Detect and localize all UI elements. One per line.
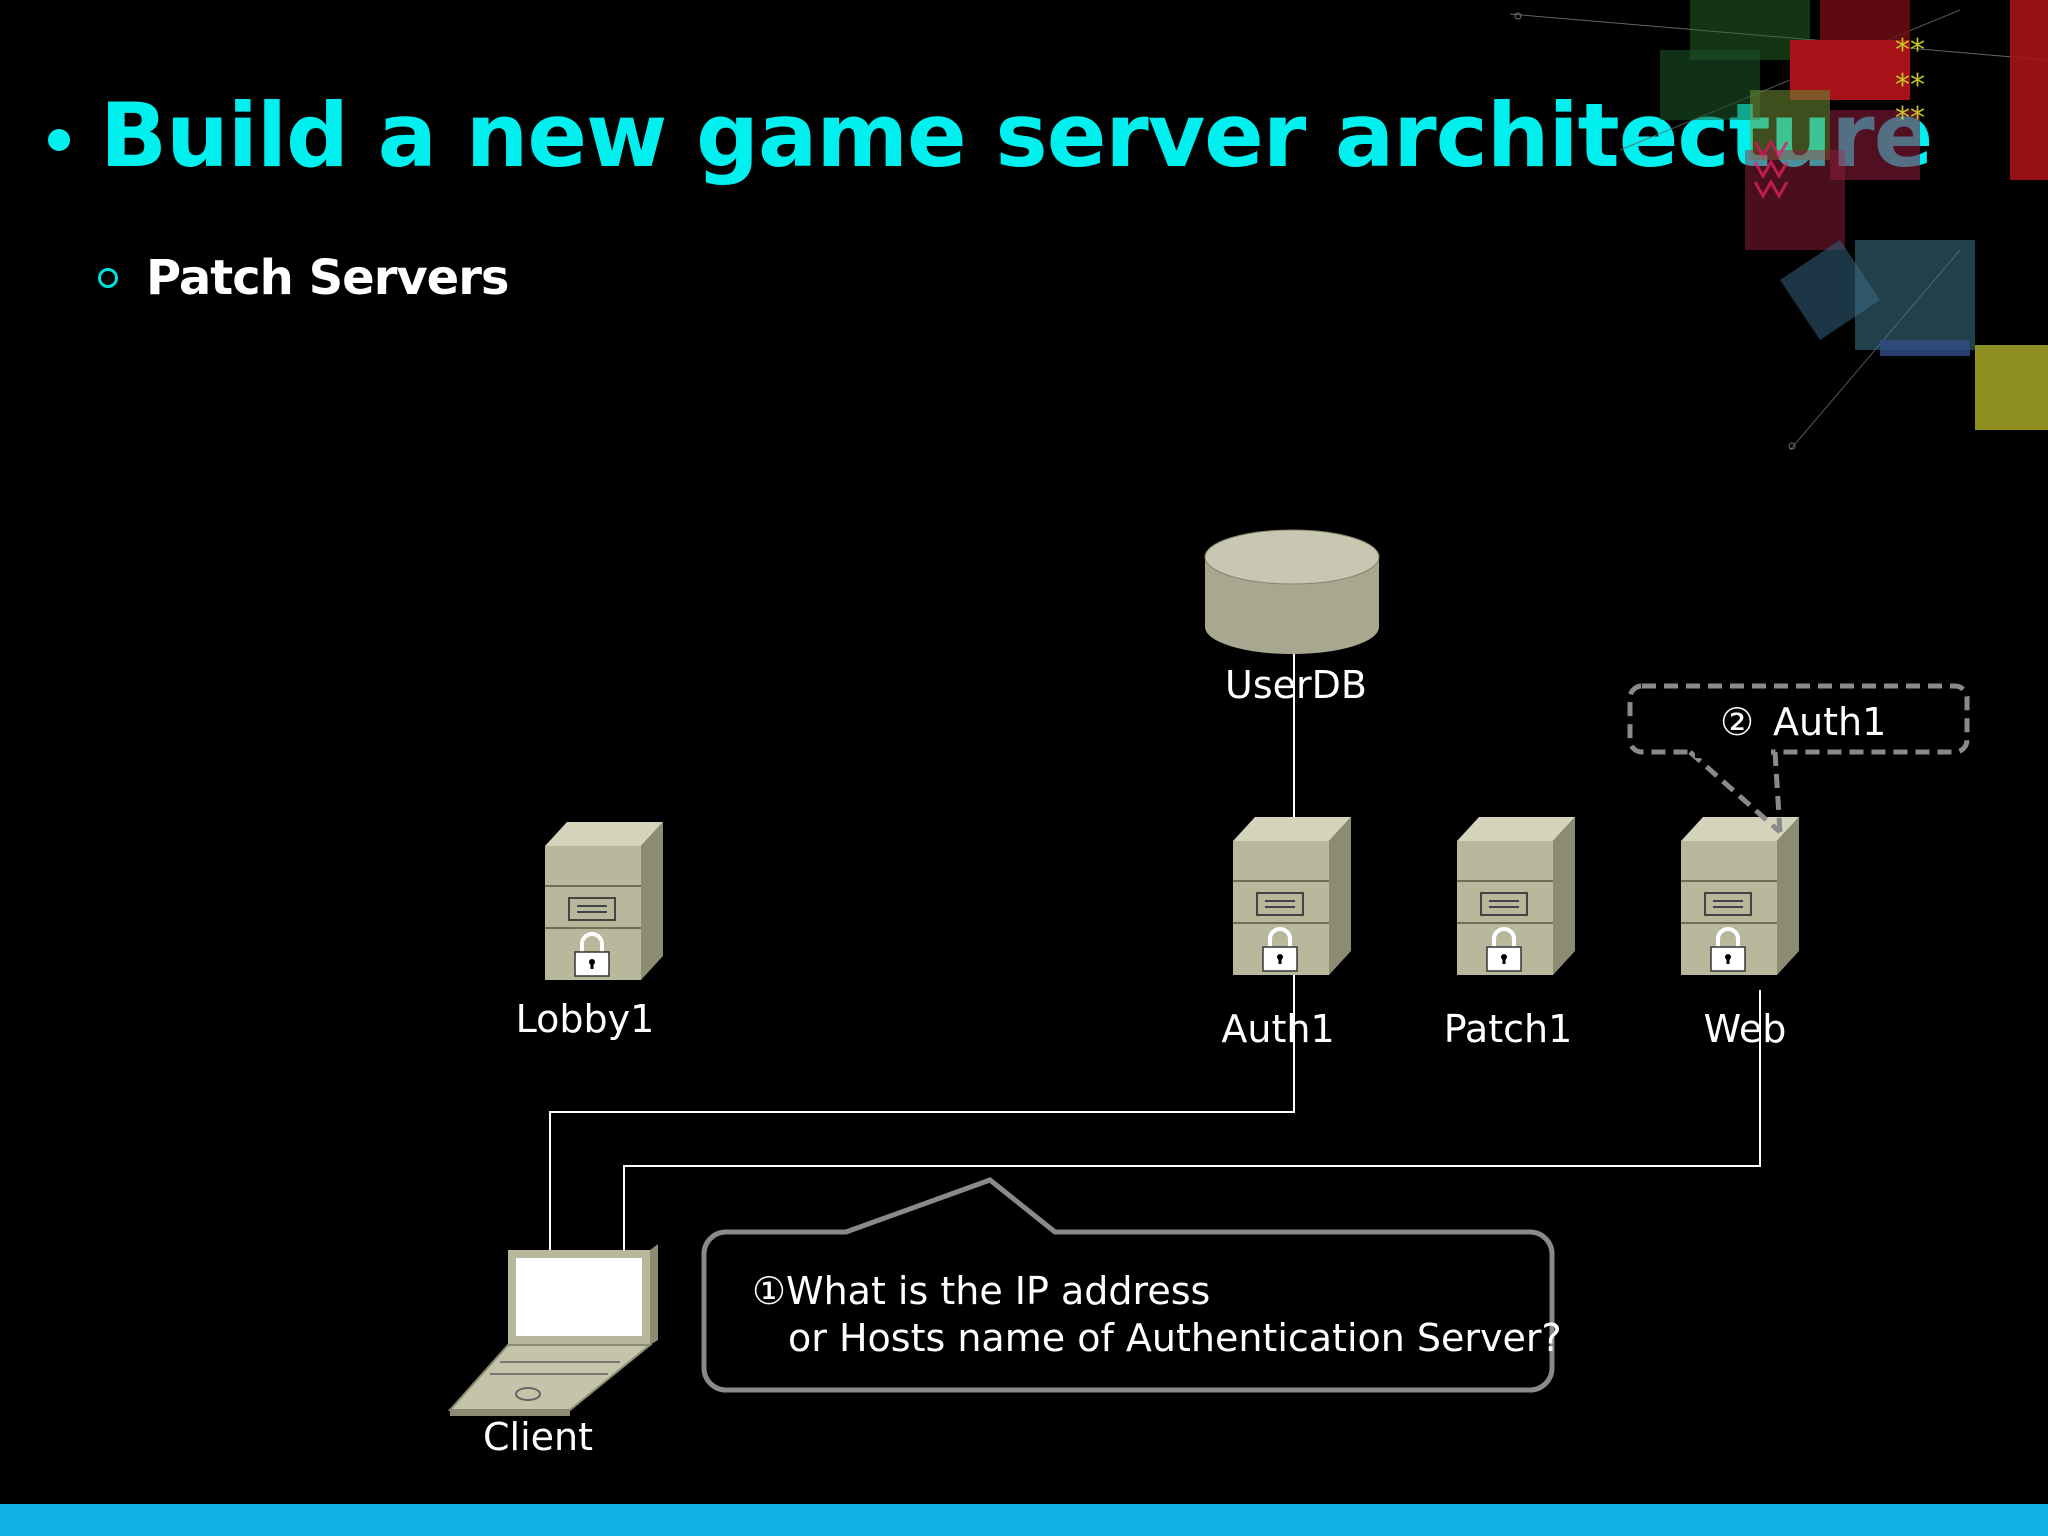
userdb-database-icon [1204,529,1380,654]
client-label: Client [483,1415,593,1459]
slide-title: Build a new game server architecture [100,84,1933,187]
svg-text:**: ** [1895,68,1925,103]
lobby1-server-icon [543,820,665,982]
client-web-link [623,990,1761,1250]
lobby1-label: Lobby1 [516,997,655,1041]
question-callout [701,1177,1555,1393]
answer-callout [1627,683,1970,834]
slide-subtitle-row: Patch Servers [98,250,509,306]
auth1-server-icon [1231,815,1353,977]
answer-number: ② [1720,700,1754,744]
question-line-2: or Hosts name of Authentication Server? [788,1316,1562,1360]
svg-text:**: ** [1895,33,1925,68]
userdb-label: UserDB [1225,663,1367,707]
question-number: ① [752,1269,786,1313]
patch1-server-icon [1455,815,1577,977]
subtitle-bullet [98,268,118,288]
web-server-icon [1679,815,1801,977]
patch1-label: Patch1 [1444,1007,1573,1051]
svg-text:**: ** [1895,101,1925,136]
web-label: Web [1704,1007,1787,1051]
slide-subtitle: Patch Servers [146,250,509,306]
bottom-accent-bar [0,1504,2048,1536]
client-laptop-icon [447,1244,658,1416]
client-auth-link [549,970,1295,1250]
auth1-label: Auth1 [1221,1007,1334,1051]
slide-title-row: Build a new game server architecture [48,84,1933,187]
answer-text: Auth1 [1773,700,1886,744]
decorative-corner-art: ** ** ** [1509,0,2048,451]
title-bullet [48,128,70,151]
question-line-1: What is the IP address [786,1269,1210,1313]
